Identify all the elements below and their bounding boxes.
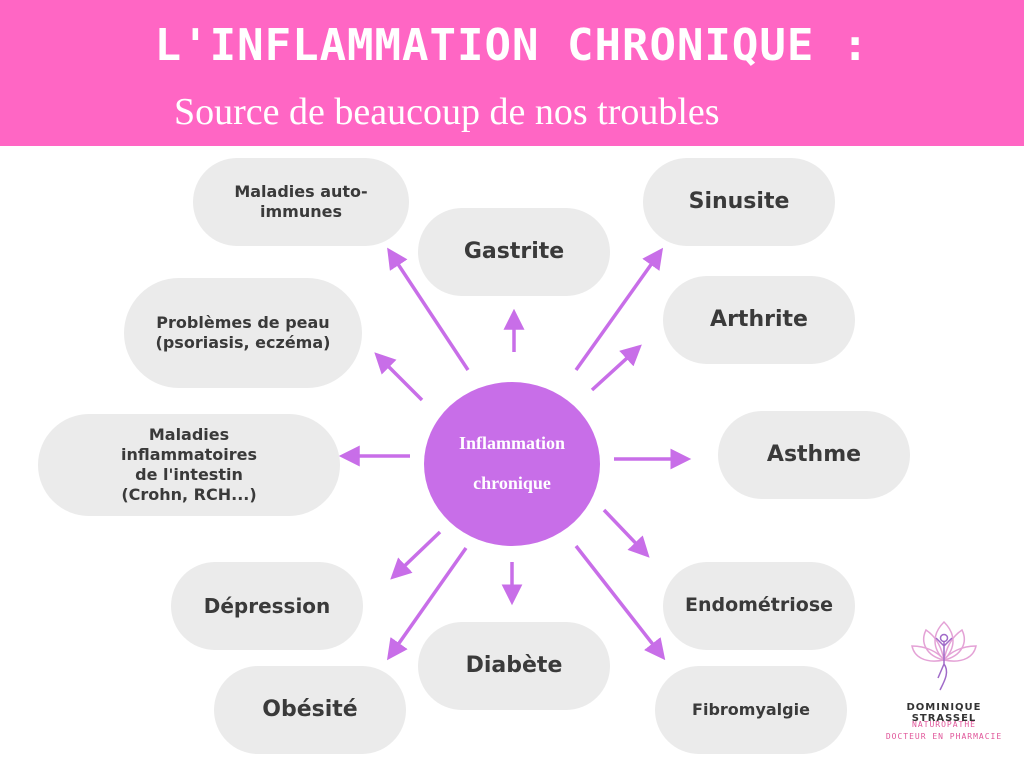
page-subtitle: Source de beaucoup de nos troubles: [174, 91, 720, 133]
node-depression: Dépression: [171, 562, 363, 650]
arrow-autoimmune: [387, 247, 470, 371]
logo-name: DOMINIQUE STRASSEL: [906, 702, 982, 724]
node-endometriose: Endométriose: [663, 562, 855, 650]
arrow-fibromyalgie: [574, 544, 666, 661]
node-peau: Problèmes de peau (psoriasis, eczéma): [124, 278, 362, 388]
logo-title: NATUROPATHE: [912, 720, 976, 729]
node-sinusite: Sinusite: [643, 158, 835, 246]
node-fibromyalgie: Fibromyalgie: [655, 666, 847, 754]
header-banner: [0, 0, 1024, 146]
node-arthrite: Arthrite: [663, 276, 855, 364]
brand-logo: DOMINIQUE STRASSEL NATUROPATHE DOCTEUR E…: [874, 616, 1014, 766]
node-asthme: Asthme: [718, 411, 910, 499]
arrow-arthrite: [590, 344, 642, 392]
center-node: Inflammation chronique: [424, 382, 600, 546]
arrow-depression: [390, 530, 442, 580]
arrow-peau: [374, 352, 424, 402]
node-obesite: Obésité: [214, 666, 406, 754]
lotus-figure-icon: [911, 620, 977, 691]
center-line-1: Inflammation: [458, 433, 565, 454]
node-intestin: Maladies inflammatoires de l'intestin (C…: [38, 414, 340, 516]
node-autoimmune: Maladies auto-immunes: [193, 158, 409, 246]
arrow-sinusite: [574, 247, 664, 372]
center-line-2: chronique: [473, 473, 551, 493]
node-gastrite: Gastrite: [418, 208, 610, 296]
page-title: L'INFLAMMATION CHRONIQUE :: [154, 20, 870, 71]
arrow-endometriose: [602, 508, 650, 558]
arrow-obesite: [386, 546, 468, 661]
node-diabete: Diabète: [418, 622, 610, 710]
logo-subtitle: DOCTEUR EN PHARMACIE: [885, 732, 1003, 741]
